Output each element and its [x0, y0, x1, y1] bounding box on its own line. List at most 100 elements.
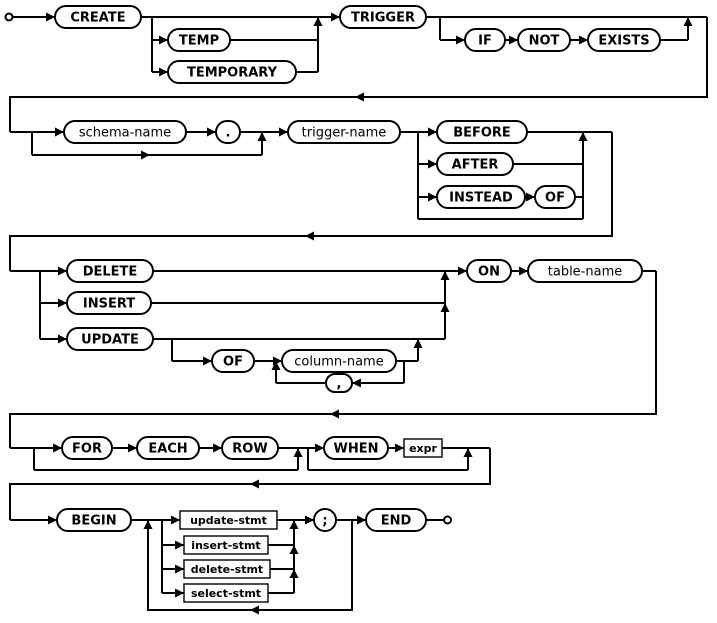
ref-update-stmt[interactable]: update-stmt	[179, 510, 278, 530]
node-shape	[61, 436, 113, 460]
node-shape	[466, 259, 512, 283]
node-shape	[436, 185, 526, 209]
ref-insert-stmt[interactable]: insert-stmt	[183, 535, 269, 555]
label: expr	[409, 442, 437, 455]
node-shape	[436, 120, 528, 144]
label: BEFORE	[453, 126, 511, 141]
node-shape	[66, 327, 154, 351]
node-shape	[287, 120, 401, 144]
keyword-after: AFTER	[436, 152, 514, 176]
keyword-exists: EXISTS	[587, 28, 661, 52]
name-schema-name: schema-name	[63, 120, 187, 144]
node-shape[interactable]	[183, 535, 269, 555]
keyword-create: CREATE	[54, 5, 142, 29]
node-shape	[167, 28, 231, 52]
label: EACH	[148, 442, 187, 457]
name-table-name: table-name	[527, 259, 643, 283]
node-shape	[281, 349, 397, 373]
label: update-stmt	[190, 514, 267, 527]
keyword-temp: TEMP	[167, 28, 231, 52]
label: ROW	[232, 442, 267, 457]
label: INSERT	[83, 297, 135, 312]
node-shape	[56, 508, 132, 532]
node-shape	[66, 259, 154, 283]
name-trigger-name: trigger-name	[287, 120, 401, 144]
label: INSTEAD	[449, 191, 513, 206]
name-column-name: column-name	[281, 349, 397, 373]
label: insert-stmt	[191, 539, 260, 552]
keyword-update: UPDATE	[66, 327, 154, 351]
keyword-trigger: TRIGGER	[339, 5, 427, 29]
keyword-before: BEFORE	[436, 120, 528, 144]
node-shape	[211, 349, 255, 373]
label: OF	[223, 355, 243, 370]
keyword-on: ON	[466, 259, 512, 283]
label: TEMP	[179, 34, 219, 49]
node-shape[interactable]	[179, 510, 278, 530]
ref-select-stmt[interactable]: select-stmt	[183, 583, 269, 603]
node-shape	[325, 373, 353, 393]
ref-delete-stmt[interactable]: delete-stmt	[183, 559, 271, 579]
literal-dot: .	[215, 120, 241, 144]
node-shape[interactable]	[183, 583, 269, 603]
keyword-each: EACH	[136, 436, 200, 460]
label: END	[381, 514, 412, 529]
keyword-row: ROW	[221, 436, 279, 460]
label: FOR	[72, 442, 102, 457]
node-shape	[464, 28, 506, 52]
label: schema-name	[79, 126, 171, 141]
node-shape	[63, 120, 187, 144]
keyword-not: NOT	[517, 28, 571, 52]
label: BEGIN	[71, 514, 116, 529]
node-shape[interactable]	[403, 438, 443, 458]
label: trigger-name	[302, 126, 387, 141]
label: EXISTS	[598, 34, 649, 49]
keyword-of-update: OF	[211, 349, 255, 373]
node-shape	[517, 28, 571, 52]
label: TRIGGER	[351, 11, 415, 26]
label: AFTER	[452, 158, 499, 173]
literal-semicolon: ;	[313, 508, 337, 532]
node-shape	[66, 291, 152, 315]
node-shape	[527, 259, 643, 283]
label: column-name	[294, 355, 383, 370]
node-shape[interactable]	[183, 559, 271, 579]
label: ,	[337, 377, 342, 392]
label: .	[226, 126, 231, 141]
node-shape	[534, 185, 576, 209]
label: OF	[545, 191, 565, 206]
node-shape	[365, 508, 427, 532]
end-terminal	[443, 515, 452, 525]
keyword-if: IF	[464, 28, 506, 52]
node-shape	[54, 5, 142, 29]
keyword-begin: BEGIN	[56, 508, 132, 532]
start-terminal	[4, 12, 14, 22]
node-shape	[313, 508, 337, 532]
keyword-insert: INSERT	[66, 291, 152, 315]
label: IF	[478, 34, 492, 49]
keyword-when: WHEN	[323, 436, 389, 460]
node-shape	[339, 5, 427, 29]
keyword-end: END	[365, 508, 427, 532]
label: ON	[478, 265, 500, 280]
keyword-for: FOR	[61, 436, 113, 460]
node-shape	[323, 436, 389, 460]
literal-comma: ,	[325, 373, 353, 393]
label: DELETE	[83, 265, 138, 280]
label: delete-stmt	[191, 563, 263, 576]
label: WHEN	[334, 442, 379, 457]
keyword-delete: DELETE	[66, 259, 154, 283]
label: NOT	[529, 34, 560, 49]
node-shape	[167, 60, 297, 84]
ref-expr[interactable]: expr	[403, 438, 443, 458]
label: UPDATE	[81, 333, 139, 348]
keyword-of-instead: OF	[534, 185, 576, 209]
label: table-name	[548, 265, 622, 280]
keyword-temporary: TEMPORARY	[167, 60, 297, 84]
node-shape	[215, 120, 241, 144]
node-shape	[587, 28, 661, 52]
node-shape	[136, 436, 200, 460]
keyword-instead: INSTEAD	[436, 185, 526, 209]
